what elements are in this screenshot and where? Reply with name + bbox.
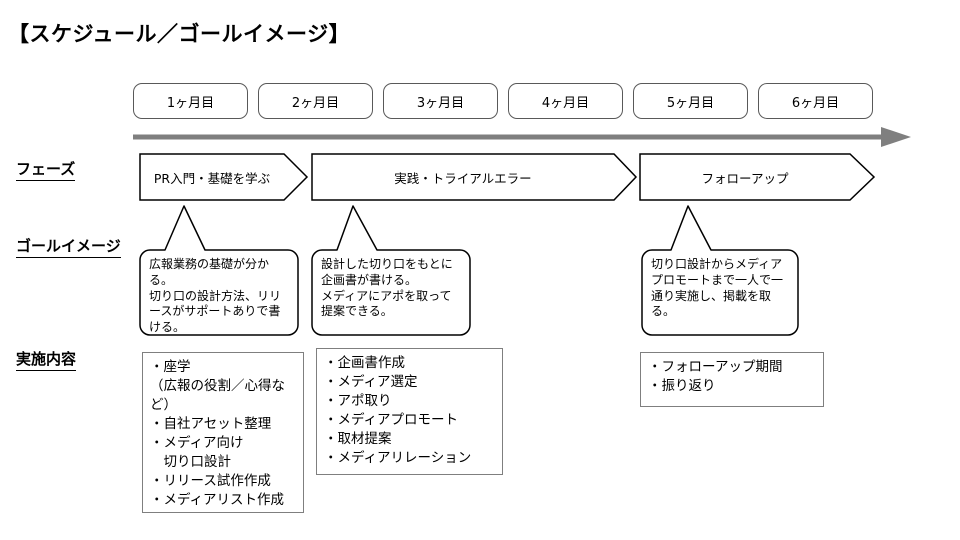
phase-chevron-1: PR入門・基礎を学ぶ (139, 153, 309, 201)
content-item: ・メディアリレーション (324, 450, 472, 466)
row-label-goal: ゴールイメージ (16, 235, 121, 258)
month-label: 2ヶ月目 (291, 95, 340, 111)
goal-text: 広報業務の基礎が分かる。 切り口の設計方法、リリースがサポートありで書ける。 (149, 257, 282, 335)
month-box-5: 5ヶ月目 (633, 83, 748, 119)
content-item: ・メディア選定 (324, 374, 418, 390)
content-item: ・メディア向け (150, 435, 244, 451)
content-item: ・取材提案 (324, 431, 392, 447)
phase-chevron-2: 実践・トライアルエラー (311, 153, 638, 201)
content-item: ・アポ取り (324, 393, 392, 409)
content-item: ・座学 (150, 359, 191, 375)
content-item: ・メディアリスト作成 (150, 492, 285, 508)
content-box-3: ・フォローアップ期間 ・振り返り (640, 352, 824, 407)
month-box-1: 1ヶ月目 (133, 83, 248, 119)
phase-label: 実践・トライアルエラー (394, 170, 532, 186)
month-label: 3ヶ月目 (416, 95, 465, 111)
goal-text: 設計した切り口をもとに企画書が書ける。 メディアにアポを取って提案できる。 (321, 257, 453, 319)
content-item: ・企画書作成 (324, 355, 405, 371)
phase-label: PR入門・基礎を学ぶ (153, 170, 271, 186)
month-label: 5ヶ月目 (666, 95, 715, 111)
content-item: （広報の役割／心得など） (150, 378, 285, 413)
goal-bubble-3: 切り口設計からメディアプロモートまで一人で一通り実施し、掲載を取る。 (641, 204, 799, 337)
goal-bubble-2: 設計した切り口をもとに企画書が書ける。 メディアにアポを取って提案できる。 (311, 204, 471, 337)
content-item: ・リリース試作作成 (150, 473, 271, 489)
content-item: ・フォローアップ期間 (648, 359, 783, 375)
content-box-1: ・座学 （広報の役割／心得など） ・自社アセット整理 ・メディア向け 切り口設計… (142, 352, 304, 513)
phase-label: フォローアップ (701, 170, 789, 186)
goal-text: 切り口設計からメディアプロモートまで一人で一通り実施し、掲載を取る。 (651, 257, 784, 319)
month-box-2: 2ヶ月目 (258, 83, 373, 119)
month-label: 6ヶ月目 (791, 95, 840, 111)
month-label: 1ヶ月目 (166, 95, 215, 111)
row-label-phase: フェーズ (16, 158, 76, 181)
month-box-4: 4ヶ月目 (508, 83, 623, 119)
phase-chevron-3: フォローアップ (639, 153, 876, 201)
row-label-content: 実施内容 (16, 348, 77, 371)
timeline-arrow-icon (133, 125, 913, 153)
content-box-2: ・企画書作成 ・メディア選定 ・アポ取り ・メディアプロモート ・取材提案 ・メ… (316, 348, 503, 475)
month-box-3: 3ヶ月目 (383, 83, 498, 119)
content-item: ・自社アセット整理 (150, 416, 272, 432)
month-box-6: 6ヶ月目 (758, 83, 873, 119)
goal-bubble-1: 広報業務の基礎が分かる。 切り口の設計方法、リリースがサポートありで書ける。 (139, 204, 299, 337)
content-item: 切り口設計 (150, 454, 231, 470)
page-title: 【スケジュール／ゴールイメージ】 (8, 22, 351, 46)
content-item: ・振り返り (648, 378, 716, 394)
month-label: 4ヶ月目 (541, 95, 590, 111)
content-item: ・メディアプロモート (324, 412, 459, 428)
